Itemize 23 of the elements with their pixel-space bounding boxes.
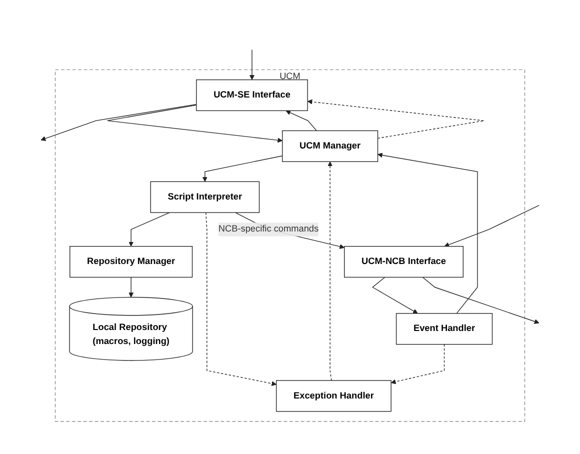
node-box: Exception Handler bbox=[276, 380, 392, 412]
arrow bbox=[249, 49, 254, 80]
arrow bbox=[372, 276, 418, 314]
node-box: Repository Manager bbox=[70, 246, 193, 278]
arrow bbox=[128, 276, 134, 298]
arrow bbox=[328, 161, 333, 381]
arrow bbox=[107, 104, 283, 143]
node-box: UCM Manager bbox=[282, 130, 378, 162]
arrow bbox=[444, 205, 540, 248]
arrow bbox=[390, 344, 445, 384]
arrow bbox=[378, 152, 478, 314]
edge-label: NCB-specific commands bbox=[218, 224, 319, 234]
arrow bbox=[128, 212, 170, 247]
node-box: UCM-NCB Interface bbox=[344, 246, 464, 278]
node-box: Event Handler bbox=[396, 313, 493, 345]
arrow bbox=[40, 104, 197, 141]
arrow bbox=[286, 110, 317, 132]
arrow bbox=[307, 99, 484, 139]
arrow bbox=[206, 212, 277, 386]
arrow bbox=[202, 156, 283, 182]
node-box: UCM-SE Interface bbox=[196, 79, 308, 112]
arrow bbox=[422, 276, 540, 324]
node-box: Script Interpreter bbox=[150, 181, 260, 213]
